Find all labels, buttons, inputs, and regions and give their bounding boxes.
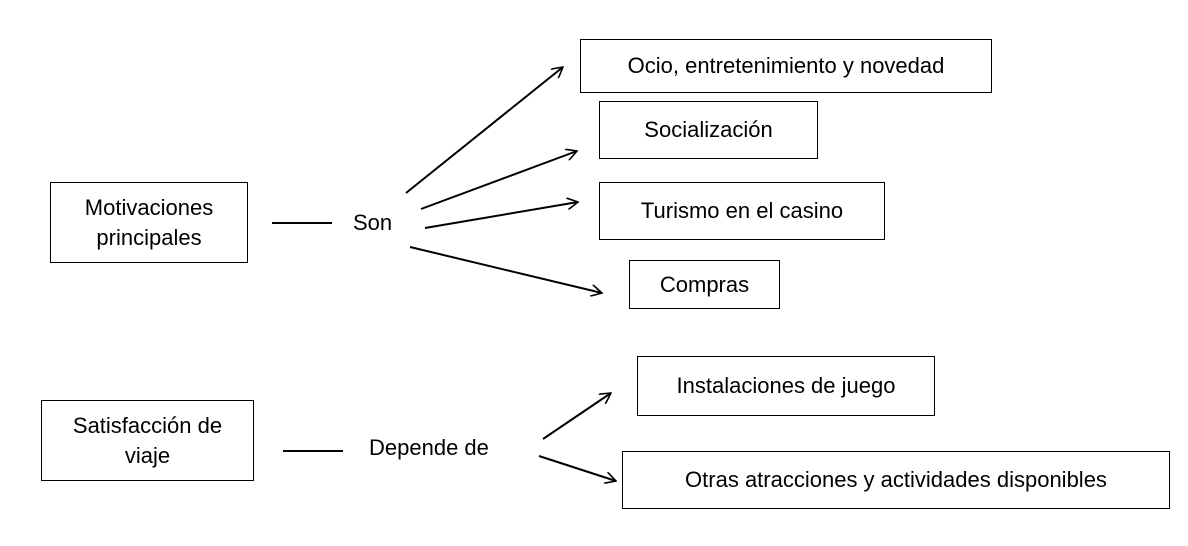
arrow-to-compras	[409, 246, 602, 293]
target-box-socializacion: Socialización	[599, 101, 818, 159]
target-box-compras: Compras	[629, 260, 780, 309]
motivations-source-box: Motivaciones principales	[50, 182, 248, 263]
arrow-to-otras-atracciones	[538, 455, 616, 481]
arrow-to-ocio	[405, 67, 563, 194]
arrow-to-instalaciones	[542, 393, 611, 440]
target-label-compras: Compras	[659, 271, 750, 297]
target-label-ocio: Ocio, entretenimiento y novedad	[627, 53, 945, 78]
target-label-socializacion: Socialización	[644, 117, 773, 142]
motivations-source-label: Motivaciones principales	[84, 194, 214, 250]
target-label-instalaciones: Instalaciones de juego	[676, 373, 896, 398]
arrow-to-socializacion	[420, 151, 577, 210]
target-label-otras-atracciones: Otras atracciones y actividades disponib…	[685, 467, 1107, 492]
target-box-turismo: Turismo en el casino	[599, 182, 885, 240]
target-box-otras-atracciones: Otras atracciones y actividades disponib…	[622, 451, 1170, 509]
arrow-to-turismo	[424, 202, 578, 229]
target-label-turismo: Turismo en el casino	[640, 198, 844, 223]
motivations-connector-label: Son	[353, 210, 393, 235]
satisfaction-connector-label: Depende de	[369, 435, 489, 460]
satisfaction-source-box: Satisfacción de viaje	[41, 400, 254, 481]
target-box-instalaciones: Instalaciones de juego	[637, 356, 935, 416]
satisfaction-source-label: Satisfacción de viaje	[72, 412, 223, 468]
target-box-ocio: Ocio, entretenimiento y novedad	[580, 39, 992, 93]
